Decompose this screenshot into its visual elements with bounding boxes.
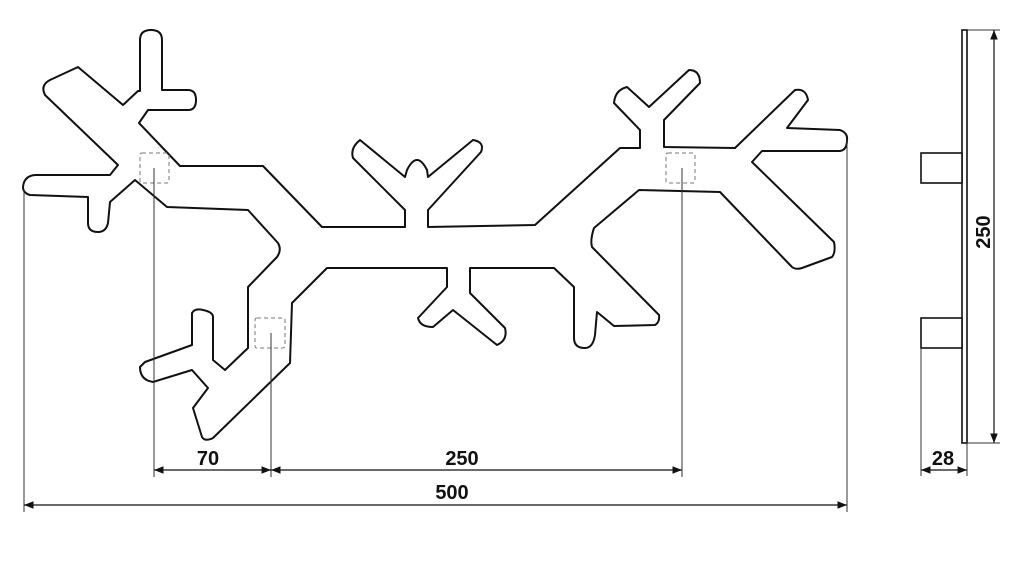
side-peg-upper xyxy=(920,152,963,184)
dimension-label-500: 500 xyxy=(435,482,468,504)
front-view: 70 250 500 xyxy=(22,29,849,512)
tree-shaped-hanger-outline xyxy=(22,29,849,441)
mount-point-right xyxy=(665,152,696,184)
dimension-label-70: 70 xyxy=(197,448,219,470)
dimension-label-250: 250 xyxy=(445,448,478,470)
side-view: 250 28 xyxy=(920,29,1000,476)
dimension-label-height: 250 xyxy=(973,215,995,248)
side-peg-lower xyxy=(920,317,963,349)
dimension-label-depth: 28 xyxy=(932,448,954,470)
side-plate xyxy=(961,29,968,444)
mount-point-lower xyxy=(254,317,286,349)
